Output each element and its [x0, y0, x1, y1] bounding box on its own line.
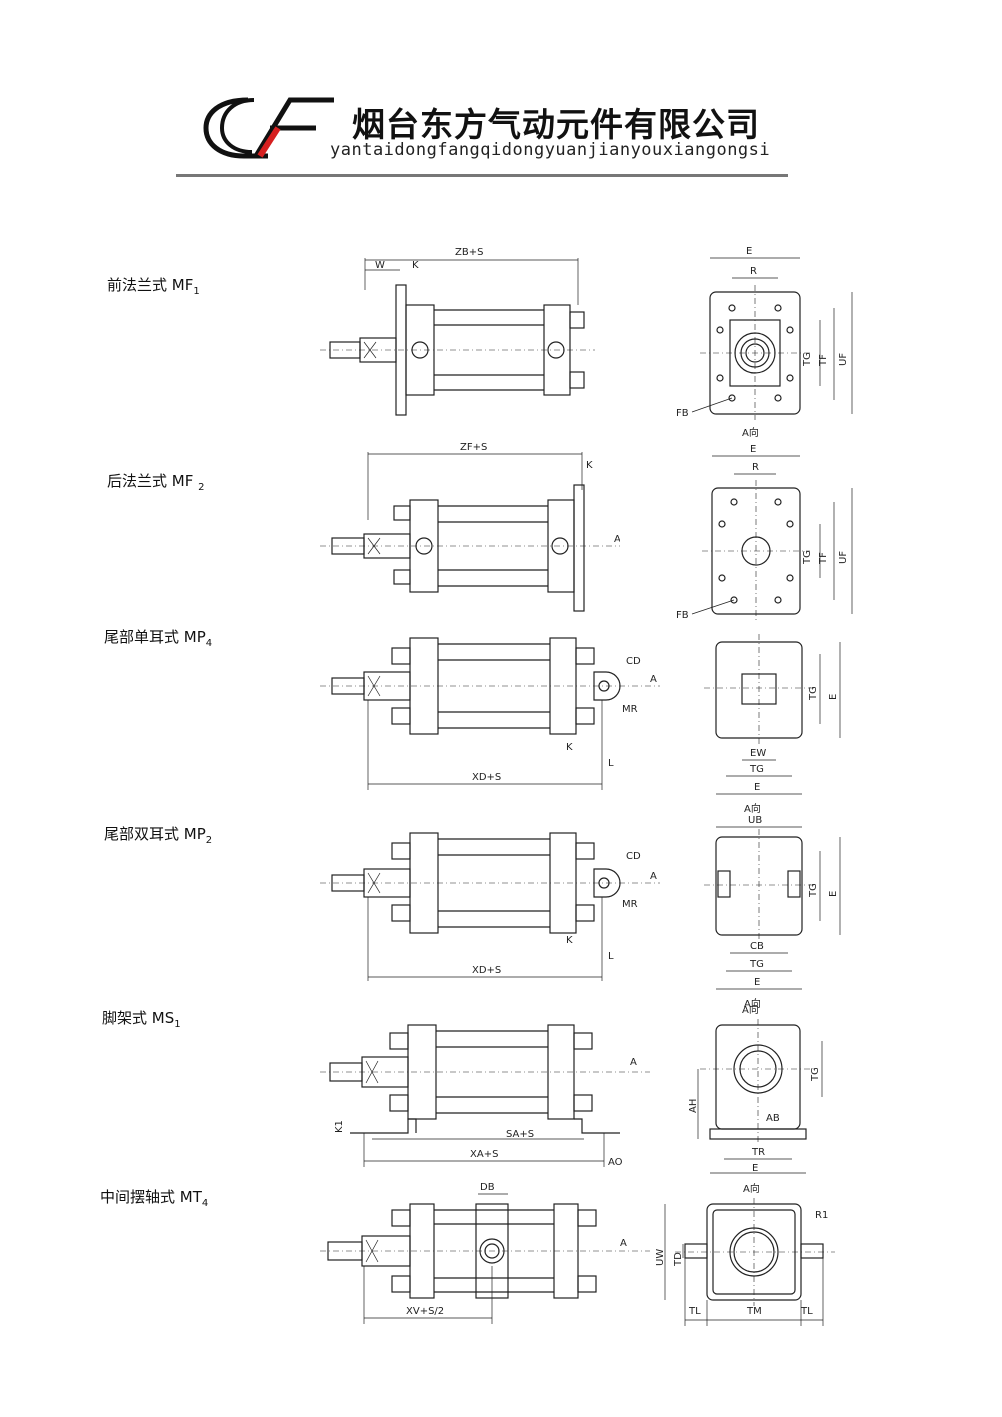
svg-text:R: R [750, 266, 757, 277]
svg-text:K: K [566, 935, 573, 946]
section-title: 尾部双耳式 MP2 [104, 825, 213, 846]
svg-text:W: W [375, 260, 385, 271]
svg-text:TF: TF [818, 552, 829, 565]
end-view-drawing: UB TG E CB TG E A向 [704, 815, 841, 1010]
svg-text:UW: UW [655, 1249, 666, 1266]
svg-text:A向: A向 [742, 426, 759, 439]
svg-text:L: L [608, 951, 614, 962]
section-title: 后法兰式 MF 2 [107, 472, 205, 493]
svg-text:TR: TR [751, 1147, 765, 1158]
svg-text:E: E [828, 891, 839, 897]
company-name-pinyin: yantaidongfangqidongyuanjianyouxiangongs… [330, 140, 771, 160]
svg-text:E: E [754, 782, 760, 793]
svg-text:CD: CD [626, 851, 641, 862]
end-view-drawing: TG E EW TG E A向 [704, 634, 841, 815]
svg-text:R: R [752, 462, 759, 473]
svg-text:XD+S: XD+S [472, 965, 501, 976]
svg-text:K: K [566, 742, 573, 753]
svg-text:E: E [754, 977, 760, 988]
side-view-drawing: ZF+S K A [320, 442, 620, 612]
side-view-drawing: CD A MR K L XD+S [320, 637, 660, 790]
svg-text:A: A [614, 534, 620, 545]
section-mp2: 尾部双耳式 MP2 CD A MR K L XD+S UB TG E CB TG… [0, 815, 1002, 1010]
section-ms1: 脚架式 MS1 A K1 SA+S XA+S AO A向 TG AH AB TR… [0, 1005, 1002, 1180]
svg-text:TM: TM [746, 1306, 762, 1317]
svg-text:A向: A向 [743, 1182, 760, 1195]
company-logo [203, 97, 334, 159]
svg-text:ZF+S: ZF+S [460, 442, 487, 453]
side-view-drawing: DB A XV+S/2 [320, 1182, 650, 1324]
svg-text:MR: MR [622, 899, 638, 910]
section-mf2: 后法兰式 MF 2 ZF+S K A E R TG TF UF FB [0, 430, 1002, 630]
section-mp4: 尾部单耳式 MP4 CD A MR K L XD+S TG E EW TG E … [0, 620, 1002, 815]
svg-text:A: A [650, 871, 657, 882]
end-view-drawing: A向 TG AH AB TR E [688, 1005, 823, 1174]
side-view-drawing: A K1 SA+S XA+S AO [320, 1024, 650, 1168]
svg-text:A: A [630, 1057, 637, 1068]
svg-text:XA+S: XA+S [470, 1149, 498, 1160]
svg-text:TD: TD [673, 1252, 684, 1267]
header-divider [176, 174, 788, 177]
svg-text:E: E [746, 246, 752, 257]
section-title: 前法兰式 MF1 [107, 276, 200, 297]
svg-text:EW: EW [750, 748, 766, 759]
svg-text:MR: MR [622, 704, 638, 715]
svg-text:FB: FB [676, 408, 689, 419]
svg-text:K: K [412, 260, 419, 271]
svg-text:AO: AO [608, 1157, 623, 1168]
section-title: 中间摆轴式 MT4 [100, 1188, 209, 1209]
svg-text:TG: TG [808, 686, 819, 701]
svg-text:E: E [750, 444, 756, 455]
svg-text:XV+S/2: XV+S/2 [406, 1306, 444, 1317]
svg-text:UF: UF [838, 551, 849, 564]
svg-text:TF: TF [818, 354, 829, 367]
svg-text:TG: TG [802, 550, 813, 565]
section-title: 尾部单耳式 MP4 [104, 628, 213, 649]
svg-text:TG: TG [810, 1067, 821, 1082]
svg-text:FB: FB [676, 610, 689, 621]
svg-text:DB: DB [480, 1182, 495, 1193]
side-view-drawing: CD A MR K L XD+S [320, 832, 660, 981]
svg-text:CB: CB [750, 941, 764, 952]
section-mf1: 前法兰式 MF1 ZB+S W K E R TG TF UF FB A向 [0, 230, 1002, 439]
svg-text:TG: TG [749, 764, 764, 775]
svg-text:TL: TL [688, 1306, 701, 1317]
svg-text:TL: TL [800, 1306, 813, 1317]
svg-text:A向: A向 [744, 802, 761, 815]
svg-text:XD+S: XD+S [472, 772, 501, 783]
svg-text:CD: CD [626, 656, 641, 667]
svg-text:UB: UB [748, 815, 762, 826]
svg-text:UF: UF [838, 353, 849, 366]
svg-text:AH: AH [688, 1099, 699, 1113]
svg-text:K1: K1 [334, 1120, 345, 1133]
svg-text:R1: R1 [815, 1210, 828, 1221]
page-header: 烟台东方气动元件有限公司 yantaidongfangqidongyuanjia… [0, 0, 1002, 190]
end-view-drawing: E R TG TF UF FB A向 [676, 246, 853, 439]
svg-text:E: E [828, 694, 839, 700]
svg-text:TG: TG [802, 352, 813, 367]
svg-text:K: K [586, 460, 593, 471]
svg-text:TG: TG [749, 959, 764, 970]
svg-text:A: A [650, 674, 657, 685]
svg-text:A: A [620, 1238, 627, 1249]
section-mt4: 中间摆轴式 MT4 DB A XV+S/2 A向 R1 UW TD TL TM … [0, 1178, 1002, 1338]
end-view-drawing: A向 R1 UW TD TL TM TL [655, 1182, 835, 1326]
section-title: 脚架式 MS1 [102, 1009, 181, 1030]
svg-text:A向: A向 [742, 1005, 759, 1016]
svg-text:SA+S: SA+S [506, 1129, 534, 1140]
end-view-drawing: E R TG TF UF FB [676, 444, 853, 621]
svg-text:L: L [608, 758, 614, 769]
svg-text:E: E [752, 1163, 758, 1174]
side-view-drawing: ZB+S W K [320, 247, 595, 416]
svg-text:ZB+S: ZB+S [455, 247, 483, 258]
svg-text:A向: A向 [744, 997, 761, 1010]
svg-text:TG: TG [808, 883, 819, 898]
company-name-cn: 烟台东方气动元件有限公司 [352, 105, 760, 144]
svg-text:AB: AB [766, 1113, 780, 1124]
